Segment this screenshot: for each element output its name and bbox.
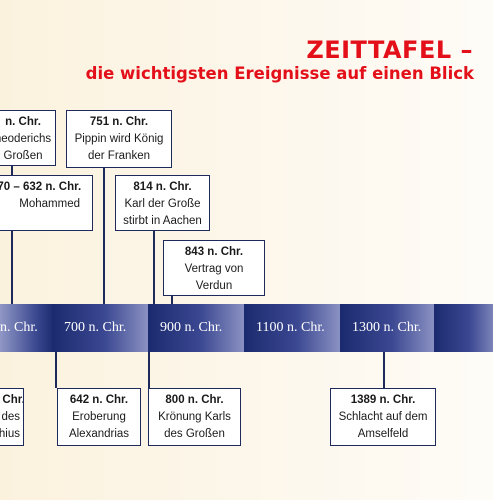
- timeline-label: 1300 n. Chr.: [352, 320, 422, 335]
- event-text: heoderichs: [0, 133, 52, 145]
- connector-line: [103, 168, 105, 304]
- event-text: chius: [0, 428, 20, 440]
- event-text: Verdun: [195, 280, 233, 292]
- connector-line: [153, 230, 155, 304]
- event-date: 570 – 632 n. Chr.: [0, 181, 82, 193]
- event-text: Karl der Große: [124, 198, 201, 210]
- event-date: 800 n. Chr.: [165, 394, 224, 406]
- event-text: Großen: [3, 150, 43, 162]
- timeline-segment: 1300 n. Chr.: [340, 304, 434, 352]
- event-text: der Franken: [87, 150, 150, 162]
- event-date: 642 n. Chr.: [69, 394, 129, 406]
- timeline-segment: n. Chr.: [0, 304, 52, 352]
- timeline-segment: [434, 304, 493, 352]
- event-date: 1389 n. Chr.: [350, 394, 416, 406]
- timeline-bar: n. Chr. 700 n. Chr. 900 n. Chr. 1100 n. …: [0, 304, 493, 352]
- event-box: 570 – 632 n. Chr. Mohammed: [0, 175, 93, 231]
- connector-line: [148, 352, 150, 388]
- event-text: Krönung Karls: [158, 411, 231, 423]
- event-date: 814 n. Chr.: [133, 181, 192, 193]
- event-box: n. Chr. heoderichs Großen: [0, 110, 56, 166]
- event-box: 800 n. Chr. Krönung Karls des Großen: [148, 388, 241, 446]
- event-text: des Großen: [164, 428, 225, 440]
- timeline-label: 1100 n. Chr.: [256, 320, 325, 335]
- event-text: des: [1, 411, 20, 423]
- event-text: Schlacht auf dem: [338, 411, 428, 423]
- connector-line: [383, 352, 385, 388]
- event-date: 751 n. Chr.: [89, 116, 149, 128]
- event-text: Mohammed: [19, 198, 80, 210]
- event-text: Alexandrias: [68, 428, 130, 440]
- timeline-label: n. Chr.: [0, 320, 38, 335]
- event-box: 843 n. Chr. Vertrag von Verdun: [163, 240, 265, 296]
- timeline-segment: 700 n. Chr.: [52, 304, 148, 352]
- event-text: Amselfeld: [357, 428, 409, 440]
- event-box: 751 n. Chr. Pippin wird König der Franke…: [66, 110, 172, 168]
- event-date: n. Chr.: [5, 116, 41, 128]
- event-text: stirbt in Aachen: [123, 215, 202, 227]
- connector-line: [11, 165, 13, 304]
- timeline-segment: 900 n. Chr.: [148, 304, 244, 352]
- timeline-label: 700 n. Chr.: [64, 320, 127, 335]
- event-date: n. Chr.: [0, 394, 24, 406]
- event-box: n. Chr. des chius: [0, 388, 24, 446]
- page-title: ZEITTAFEL –: [306, 36, 473, 64]
- connector-line: [55, 352, 57, 388]
- timeline-label: 900 n. Chr.: [160, 320, 223, 335]
- page-subtitle: die wichtigsten Ereignisse auf einen Bli…: [85, 64, 474, 83]
- connector-line: [171, 295, 173, 304]
- event-box: 1389 n. Chr. Schlacht auf dem Amselfeld: [330, 388, 436, 446]
- timeline-segment: 1100 n. Chr.: [244, 304, 340, 352]
- event-box: 642 n. Chr. Eroberung Alexandrias: [57, 388, 141, 446]
- event-text: Eroberung: [72, 411, 126, 423]
- event-text: Pippin wird König: [74, 133, 164, 145]
- event-text: Vertrag von: [184, 263, 244, 275]
- event-date: 843 n. Chr.: [184, 246, 244, 258]
- event-box: 814 n. Chr. Karl der Große stirbt in Aac…: [115, 175, 210, 231]
